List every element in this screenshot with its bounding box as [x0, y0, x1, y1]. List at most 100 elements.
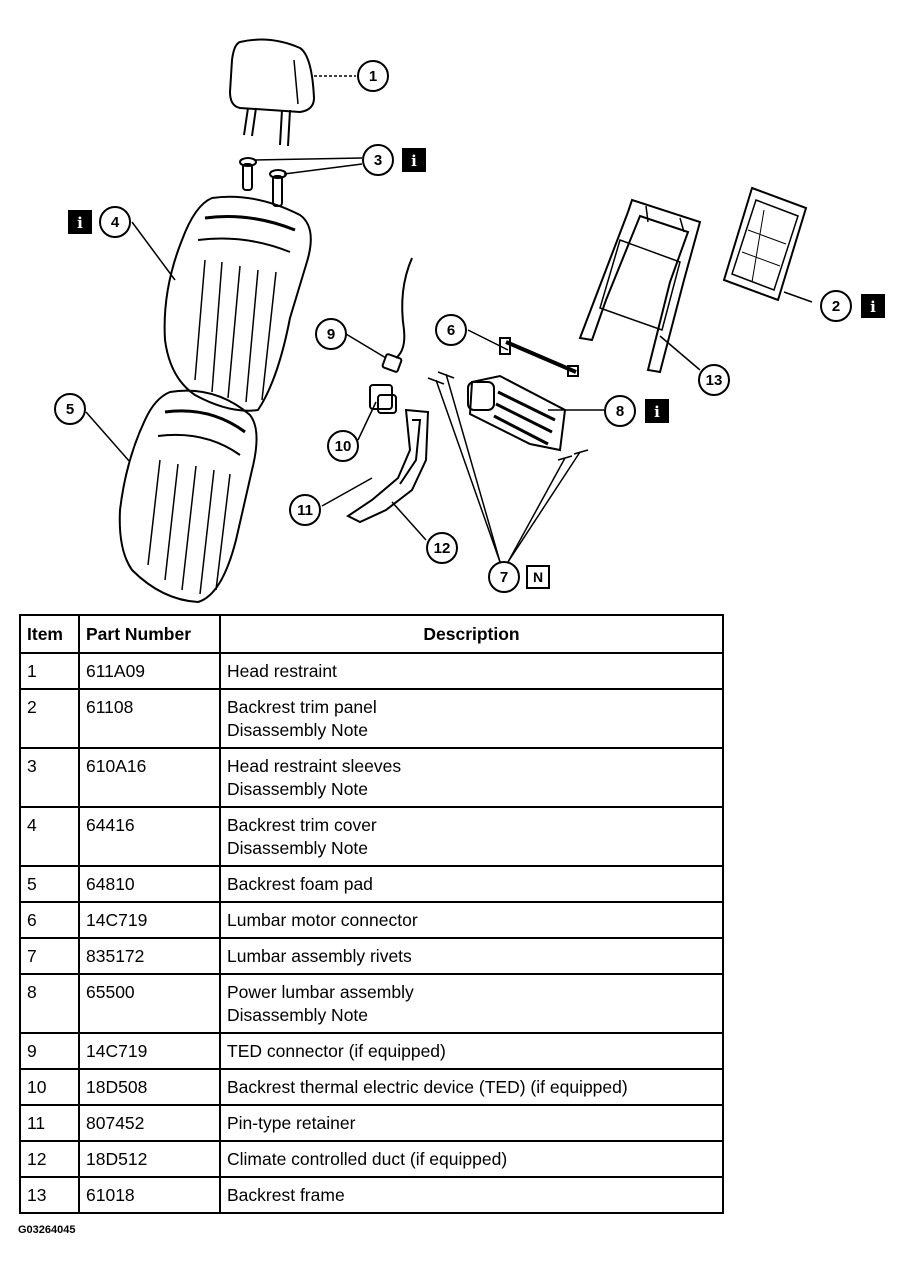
description-line: Pin-type retainer — [227, 1113, 356, 1133]
exploded-view-diagram: 1 2 3 4 5 6 7 8 9 10 11 12 13 i i i i N — [54, 38, 885, 604]
cell-item: 10 — [19, 1068, 80, 1106]
description-line: Lumbar assembly rivets — [227, 946, 412, 966]
svg-text:i: i — [870, 298, 876, 316]
header-part-number: Part Number — [78, 614, 221, 654]
cell-item: 8 — [19, 973, 80, 1034]
cell-part-number: 61018 — [78, 1176, 221, 1214]
info-icon: i — [402, 148, 426, 172]
figure-id: G03264045 — [18, 1224, 76, 1236]
cell-description: Backrest thermal electric device (TED) (… — [219, 1068, 724, 1106]
info-icon: i — [68, 210, 92, 234]
power-lumbar-assembly-part — [467, 374, 567, 452]
callout-8: 8 — [604, 395, 636, 427]
description-line: Backrest thermal electric device (TED) (… — [227, 1077, 628, 1097]
callout-11: 11 — [289, 494, 321, 526]
cell-item: 4 — [19, 806, 80, 867]
cell-part-number: 18D508 — [78, 1068, 221, 1106]
info-icon: i — [861, 294, 885, 318]
svg-text:8: 8 — [616, 403, 624, 420]
cell-part-number: 64810 — [78, 865, 221, 903]
callout-12: 12 — [426, 532, 458, 564]
cell-description: Lumbar assembly rivets — [219, 937, 724, 975]
info-icon: i — [645, 399, 669, 423]
description-line: Disassembly Note — [227, 838, 369, 858]
svg-text:2: 2 — [832, 298, 840, 315]
table-header-row: Item Part Number Description — [19, 614, 724, 654]
backrest-trim-cover-part — [163, 195, 312, 412]
cell-item: 2 — [19, 688, 80, 749]
cell-part-number: 61108 — [78, 688, 221, 749]
callout-9: 9 — [315, 318, 347, 350]
header-item: Item — [19, 614, 80, 654]
cell-part-number: 14C719 — [78, 901, 221, 939]
svg-text:1: 1 — [369, 68, 377, 85]
description-line: Disassembly Note — [227, 720, 369, 740]
cell-part-number: 807452 — [78, 1104, 221, 1142]
description-line: Climate controlled duct (if equipped) — [227, 1149, 508, 1169]
info-icons: i i i i — [68, 148, 885, 423]
callout-4: 4 — [99, 206, 131, 238]
cell-part-number: 65500 — [78, 973, 221, 1034]
callout-6: 6 — [435, 314, 467, 346]
cell-item: 7 — [19, 937, 80, 975]
cell-description: Backrest foam pad — [219, 865, 724, 903]
svg-text:7: 7 — [500, 569, 508, 586]
cell-part-number: 14C719 — [78, 1032, 221, 1070]
svg-text:11: 11 — [297, 502, 313, 519]
description-line: Backrest trim cover — [227, 815, 377, 835]
description-line: Backrest foam pad — [227, 874, 373, 894]
cell-part-number: 64416 — [78, 806, 221, 867]
description-line: Disassembly Note — [227, 779, 369, 799]
cell-item: 5 — [19, 865, 80, 903]
cell-description: TED connector (if equipped) — [219, 1032, 724, 1070]
cell-item: 13 — [19, 1176, 80, 1214]
backrest-trim-panel-part — [722, 186, 808, 302]
description-line: Power lumbar assembly — [227, 982, 414, 1002]
callout-13: 13 — [698, 364, 730, 396]
cell-item: 11 — [19, 1104, 80, 1142]
callout-1: 1 — [357, 60, 389, 92]
svg-text:10: 10 — [335, 438, 352, 455]
note-icon: N — [526, 565, 550, 589]
svg-text:13: 13 — [706, 372, 723, 389]
svg-text:6: 6 — [447, 322, 455, 339]
description-line: Head restraint — [227, 661, 337, 681]
svg-text:3: 3 — [374, 152, 382, 169]
cell-item: 9 — [19, 1032, 80, 1070]
description-line: Backrest trim panel — [227, 697, 377, 717]
callout-10: 10 — [327, 430, 359, 462]
cell-description: Lumbar motor connector — [219, 901, 724, 939]
svg-text:i: i — [654, 403, 660, 421]
climate-duct-part — [346, 408, 430, 524]
svg-text:i: i — [77, 214, 83, 232]
svg-text:12: 12 — [434, 540, 451, 557]
leader-lines — [85, 75, 813, 563]
svg-text:N: N — [533, 569, 543, 585]
head-restraint-part — [228, 38, 316, 147]
callout-7: 7 — [488, 561, 520, 593]
cell-description: Head restraint — [219, 652, 724, 690]
callouts: 1 2 3 4 5 6 7 8 9 10 11 12 13 — [54, 60, 852, 593]
svg-text:5: 5 — [66, 401, 74, 418]
description-line: Head restraint sleeves — [227, 756, 402, 776]
description-line: Disassembly Note — [227, 1005, 369, 1025]
description-line: Lumbar motor connector — [227, 910, 418, 930]
cell-description: Backrest frame — [219, 1176, 724, 1214]
ted-connector-part — [381, 257, 413, 373]
cell-item: 12 — [19, 1140, 80, 1178]
